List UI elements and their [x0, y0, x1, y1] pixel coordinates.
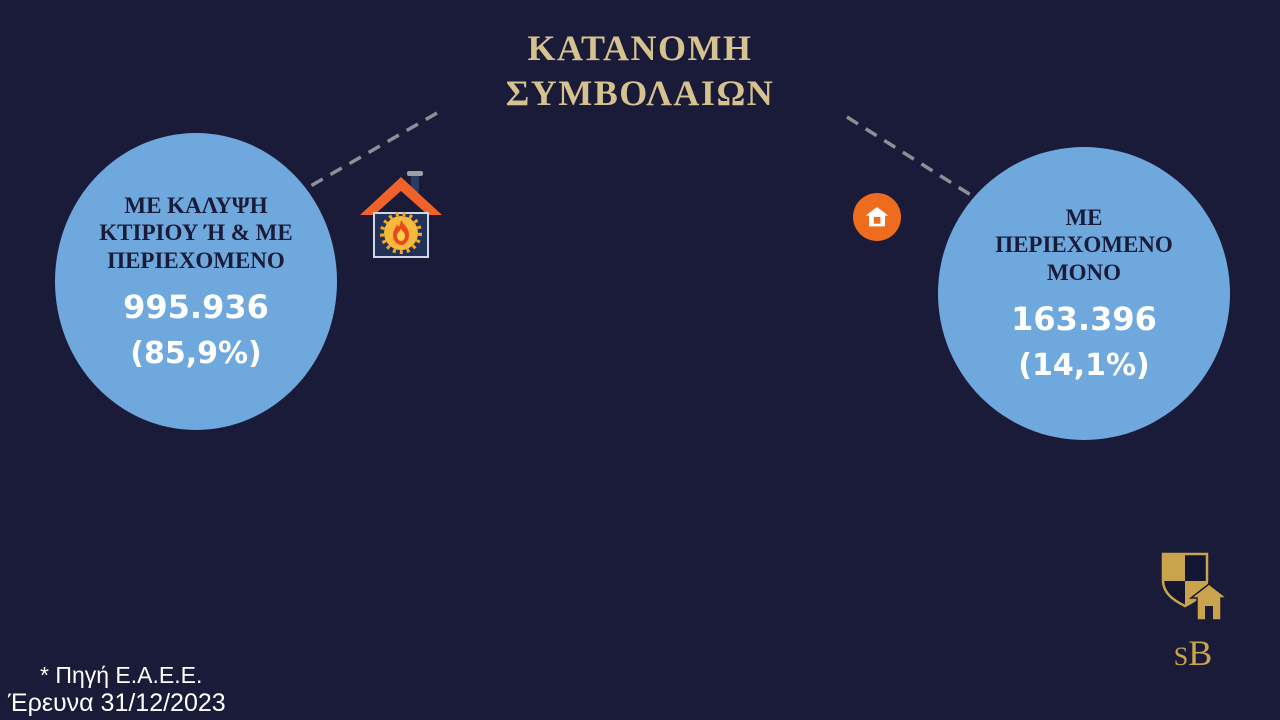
bubble-right-percent: (14,1%)	[1018, 348, 1150, 384]
bubble-left-value: 995.936	[123, 288, 269, 327]
footer-survey-date: Έρευνα 31/12/2023	[8, 689, 226, 717]
bubble-contents-only: ΜΕ ΠΕΡΙΕΧΟΜΕΝΟ ΜΟΝΟ 163.396 (14,1%)	[938, 147, 1230, 440]
bubble-right-value: 163.396	[1011, 300, 1157, 339]
company-logo: SB	[1148, 550, 1238, 671]
page-title-line1: ΚΑΤΑΝΟΜΗ	[527, 28, 753, 68]
bubble-left-percent: (85,9%)	[130, 336, 262, 372]
connector-line-right	[846, 115, 975, 199]
page-title-line2: ΣΥΜΒΟΛΑΙΩΝ	[505, 73, 775, 113]
page-title: ΚΑΤΑΝΟΜΗ ΣΥΜΒΟΛΑΙΩΝ	[0, 26, 1280, 116]
shield-house-icon	[1161, 552, 1230, 621]
bubble-building-and-contents: ΜΕ ΚΑΛΥΨΗ ΚΤΙΡΙΟΥ Ή & ΜΕ ΠΕΡΙΕΧΟΜΕΝΟ 995…	[55, 133, 337, 430]
footer-source: * Πηγή Ε.Α.Ε.Ε.	[40, 662, 203, 688]
logo-text: SB	[1173, 633, 1213, 673]
bubble-left-label: ΜΕ ΚΑΛΥΨΗ ΚΤΙΡΙΟΥ Ή & ΜΕ ΠΕΡΙΕΧΟΜΕΝΟ	[99, 192, 293, 273]
burning-house-icon	[357, 167, 445, 261]
bubble-right-label: ΜΕ ΠΕΡΙΕΧΟΜΕΝΟ ΜΟΝΟ	[995, 204, 1173, 285]
house-circle-icon	[853, 193, 901, 241]
